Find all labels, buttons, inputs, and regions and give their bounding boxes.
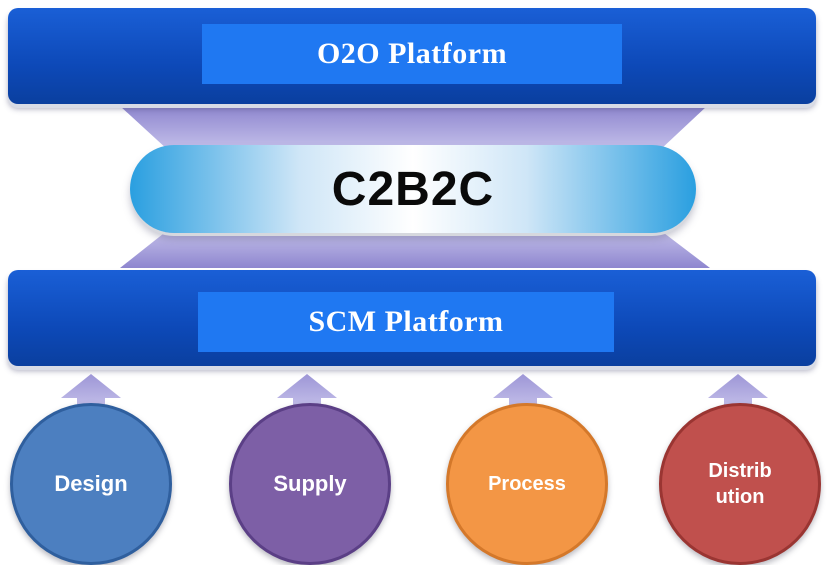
process-arrow-icon bbox=[493, 374, 553, 412]
c2b2c-label: C2B2C bbox=[331, 162, 495, 216]
supply-label: Supply bbox=[273, 471, 347, 496]
distribution-label: Distrib ution bbox=[708, 460, 772, 508]
design-label: Design bbox=[54, 471, 128, 496]
o2o-platform-title-box: O2O Platform bbox=[202, 24, 622, 84]
o2o-platform-bar: O2O Platform bbox=[8, 8, 816, 104]
upper-connector-shape bbox=[120, 106, 707, 150]
o2o-platform-title: O2O Platform bbox=[316, 37, 508, 70]
scm-platform-bar: SCM Platform bbox=[8, 270, 816, 366]
distribution-arrow-icon bbox=[708, 374, 768, 412]
scm-platform-title: SCM Platform bbox=[308, 305, 504, 338]
distribution-circle: Distrib ution bbox=[659, 403, 821, 565]
lower-connector-shape bbox=[120, 230, 710, 268]
supply-circle: Supply bbox=[229, 403, 391, 565]
scm-platform-title-box: SCM Platform bbox=[198, 292, 614, 352]
c2b2c-core: C2B2C bbox=[130, 145, 696, 233]
process-label: Process bbox=[488, 473, 566, 495]
supply-arrow-icon bbox=[277, 374, 337, 412]
design-arrow-icon bbox=[61, 374, 121, 412]
design-circle: Design bbox=[10, 403, 172, 565]
process-circle: Process bbox=[446, 403, 608, 565]
